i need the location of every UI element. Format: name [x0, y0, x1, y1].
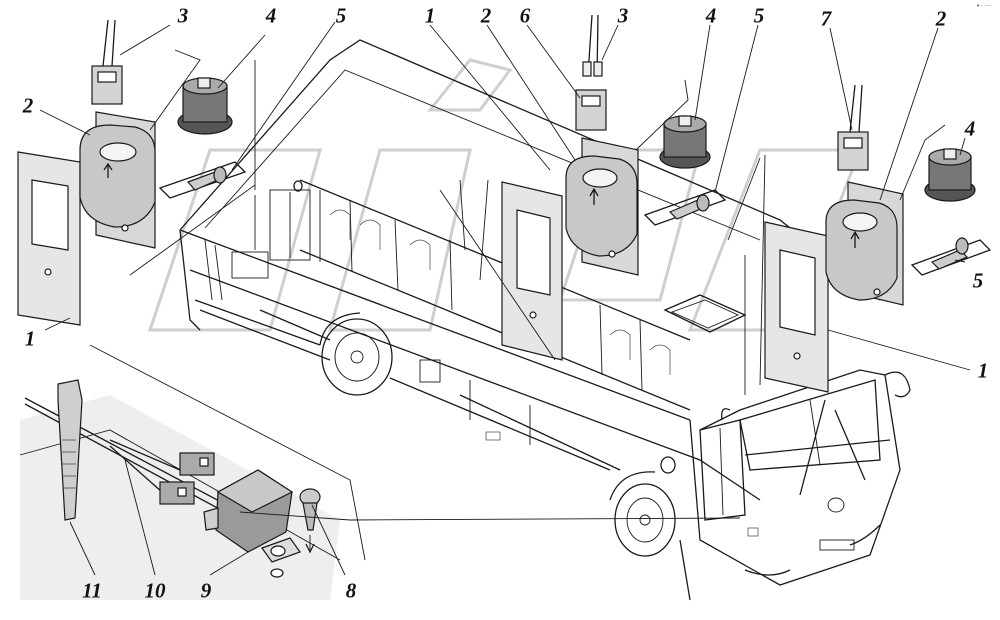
screw-5-mid	[643, 189, 727, 226]
bus-body	[179, 39, 911, 601]
right-group	[744, 27, 992, 395]
callout-4-left: 4	[265, 3, 277, 28]
callout-2-mid: 2	[480, 3, 492, 28]
callout-1-mid: 1	[424, 3, 436, 28]
connector-6-mid	[575, 89, 607, 131]
gasket-1-mid	[501, 181, 563, 361]
callout-11: 11	[82, 578, 102, 603]
callout-5-right: 5	[972, 268, 984, 293]
callout-6-mid: 6	[519, 3, 531, 28]
callout-8: 8	[345, 578, 357, 603]
callout-7-right: 7	[820, 6, 832, 31]
gasket-1-left	[17, 151, 81, 326]
callout-5-mid: 5	[753, 3, 765, 28]
socket-4-left	[177, 77, 233, 135]
screw-8	[299, 488, 321, 554]
harness-connector-10a	[179, 452, 215, 476]
lamp-housing-2-left	[79, 111, 156, 249]
lamp-housing-2-right	[825, 181, 904, 306]
screw-5-right	[910, 237, 992, 276]
callout-4-right: 4	[964, 116, 976, 141]
socket-4-right	[924, 148, 976, 202]
callout-1-right: 1	[977, 358, 989, 383]
connector-3-left	[91, 19, 123, 105]
relay-9	[203, 469, 301, 578]
socket-4-mid	[659, 115, 711, 169]
left-group	[17, 19, 336, 331]
callout-1-left: 1	[24, 326, 36, 351]
callout-4-mid: 4	[705, 3, 717, 28]
harness-connector-10b	[159, 481, 195, 505]
lower-left-group	[19, 344, 741, 600]
cable-tie-11	[57, 379, 83, 521]
connector-3-mid	[582, 14, 603, 77]
front-wheel	[609, 471, 676, 557]
callout-3-mid: 3	[617, 3, 629, 28]
corner-mark: •· ···	[976, 2, 992, 10]
callout-10: 10	[144, 578, 166, 603]
callout-5-left: 5	[335, 3, 347, 28]
callout-2-right: 2	[935, 6, 947, 31]
callout-9: 9	[200, 578, 212, 603]
callout-3-left: 3	[177, 3, 189, 28]
connector-7-right	[837, 84, 869, 171]
screw-5-left	[158, 161, 247, 199]
rear-wheel	[319, 312, 393, 396]
gasket-1-right	[764, 221, 829, 393]
callout-2-left: 2	[22, 93, 34, 118]
middle-group	[429, 14, 761, 361]
lamp-housing-2-mid	[565, 137, 639, 276]
